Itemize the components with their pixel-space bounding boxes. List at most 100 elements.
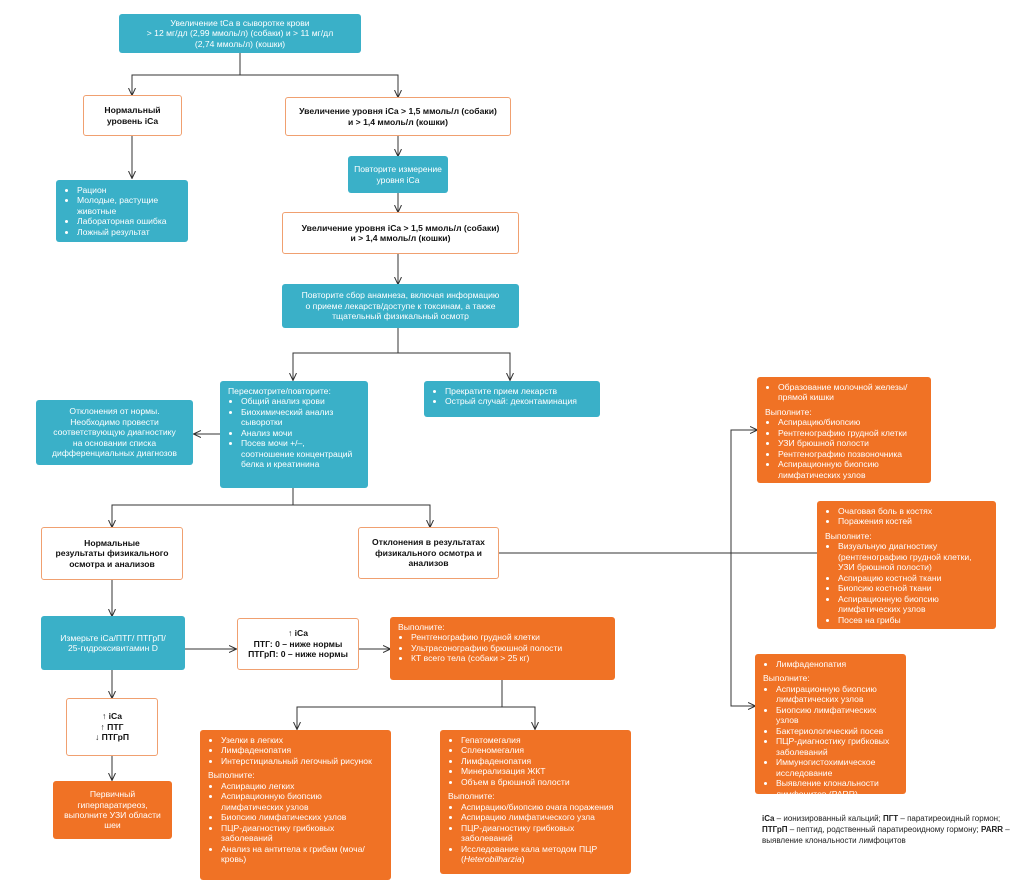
edge-history-to-stop	[398, 352, 510, 380]
edge-root-to-increased	[240, 74, 398, 97]
lung-finding-item: Интерстициальный легочный рисунок	[221, 756, 383, 766]
review-title: Пересмотрите/повторите:	[228, 386, 331, 396]
lymph-finding-item: Лимфаденопатия	[776, 659, 898, 669]
history-line-3: тщательный физикальный осмотр	[332, 311, 469, 322]
history-line-1: Повторите сбор анамнеза, включая информа…	[301, 290, 500, 301]
increased-ica-repeat-node: Увеличение уровня iCa > 1,5 ммоль/л (соб…	[282, 212, 519, 254]
bone-action-item: Аспирационную биопсию лимфатических узло…	[838, 594, 988, 615]
mammary-action-item: Рентгенографию грудной клетки	[778, 428, 923, 438]
mammary-actions-title: Выполните:	[765, 406, 812, 417]
root-line-1: Увеличение tCa в сыворотке крови	[170, 17, 310, 28]
abdomen-action-item: Аспирацию лимфатического узла	[461, 812, 623, 822]
lung-finding-item: Узелки в легких	[221, 735, 383, 745]
stop-drugs-item: Прекратите прием лекарств	[445, 386, 592, 396]
bone-findings-node: Очаговая боль в костях Поражения костей …	[817, 501, 996, 629]
normal-results-node: Нормальные результаты физикального осмот…	[41, 527, 183, 580]
legend-ptgrp-text: – пептид, родственный паратиреоидному го…	[787, 824, 981, 834]
measure-line-1: Измерьте iCa/ПТГ/ ПТГрП/	[60, 632, 166, 643]
abnormal-lab-line-4: на основании списка	[72, 437, 157, 448]
legend-parr-text: – выявление клональности лимфоцитов	[762, 824, 1010, 845]
bone-action-item: Аспирацию костной ткани	[838, 573, 988, 583]
root-line-2: > 12 мг/дл (2,99 ммоль/л) (собаки) и > 1…	[146, 28, 334, 39]
legend-ptg-text: – паратиреоидный гормон;	[898, 814, 1001, 823]
lung-action-item: ПЦР-диагностику грибковых заболеваний	[221, 823, 383, 844]
review-item: Посев мочи +/–, соотношение концентраций…	[241, 438, 360, 469]
lymph-action-item: Бактериологический посев	[776, 726, 898, 736]
abdomen-finding-item: Лимфаденопатия	[461, 756, 623, 766]
measure-line-2: 25-гидроксивитамин D	[68, 643, 158, 653]
legend-parr-abbr: PARR	[980, 824, 1004, 834]
normal-causes-node: Рацион Молодые, растущие животные Лабора…	[56, 180, 188, 242]
primary-hyperparathyroidism-node: Первичный гиперпаратиреоз, выполните УЗИ…	[53, 781, 172, 839]
root-line-3: (2,74 ммоль/л) (кошки)	[194, 38, 286, 49]
increased-ica-node: Увеличение уровня iCa > 1,5 ммоль/л (соб…	[285, 97, 511, 136]
increased-ica-line-2: и > 1,4 ммоль/л (кошки)	[348, 116, 448, 127]
edge-root-split	[132, 53, 241, 95]
increased-ica-line-1: Увеличение уровня iCa > 1,5 ммоль/л (соб…	[299, 106, 497, 117]
mammary-action-item: Аспирационную биопсию лимфатических узло…	[778, 459, 923, 480]
bone-finding-item: Очаговая боль в костях	[838, 506, 988, 516]
edge-perform-to-lung	[297, 680, 503, 729]
edge-perform-to-abdomen	[502, 706, 535, 729]
legend-ptgrp-abbr: ПТГрП	[762, 824, 788, 834]
abdomen-actions-title: Выполните:	[448, 791, 495, 802]
history-node: Повторите сбор анамнеза, включая информа…	[282, 284, 519, 328]
abdomen-findings-node: Гепатомегалия Спленомегалия Лимфаденопат…	[440, 730, 631, 874]
normal-results-line-1: Нормальные	[84, 537, 140, 548]
measure-node: Измерьте iCa/ПТГ/ ПТГрП/ 25-гидроксивита…	[41, 616, 185, 670]
root-node: Увеличение tCa в сыворотке крови > 12 мг…	[119, 14, 361, 53]
normal-cause-item: Рацион	[77, 185, 180, 195]
edge-branch-to-lymph	[730, 553, 755, 706]
result-low-pth-line-2: ПТГ: 0 – ниже нормы	[253, 638, 343, 649]
abdomen-finding-item: Гепатомегалия	[461, 735, 623, 745]
perform-imaging-title: Выполните:	[398, 622, 445, 632]
review-item: Биохимический анализ сыворотки	[241, 407, 360, 428]
abdomen-last-action-italic: Heterobilharzia	[463, 854, 522, 865]
repeat-ica-line-1: Повторите измерение	[354, 164, 442, 175]
lung-action-item: Биопсию лимфатических узлов	[221, 812, 383, 822]
normal-ica-node: Нормальный уровень iCa	[83, 95, 182, 136]
edge-review-to-abnormal-results	[293, 504, 430, 527]
legend-ptg-abbr: ПГТ	[883, 814, 899, 823]
abdomen-finding-item: Объем в брюшной полости	[461, 777, 623, 787]
legend-ica-text: – ионизированный кальций;	[774, 814, 883, 823]
result-high-pth-line-1: ↑ iCa	[101, 711, 123, 722]
abnormal-results-node: Отклонения в результатах физикального ос…	[358, 527, 499, 579]
abdomen-action-item: Исследование кала методом ПЦР (Heterobil…	[461, 844, 623, 865]
abnormal-lab-line-2: Необходимо провести	[70, 416, 159, 427]
bone-action-item: Биопсию костной ткани	[838, 583, 988, 593]
abnormal-results-line-3: анализов	[408, 558, 449, 569]
lung-findings-node: Узелки в легких Лимфаденопатия Интерстиц…	[200, 730, 391, 880]
normal-cause-item: Молодые, растущие животные	[77, 195, 180, 216]
perform-imaging-item: Ультрасонографию брюшной полости	[411, 643, 607, 653]
perform-imaging-item: Рентгенографию грудной клетки	[411, 632, 607, 642]
lung-actions-title: Выполните:	[208, 770, 255, 781]
abdomen-action-item: Аспирацию/биопсию очага поражения	[461, 802, 623, 812]
result-low-pth-line-1: ↑ iCa	[287, 628, 309, 639]
abdomen-action-item: ПЦР-диагностику грибковых заболеваний	[461, 823, 623, 844]
normal-cause-item: Ложный результат	[77, 227, 180, 237]
abnormal-lab-line-1: Отклонения от нормы.	[69, 406, 160, 417]
bone-actions-title: Выполните:	[825, 530, 872, 541]
review-item: Общий анализ крови	[241, 396, 360, 406]
mammary-findings-node: Образование молочной железы/прямой кишки…	[757, 377, 931, 483]
primary-line-1: Первичный	[89, 789, 136, 800]
result-high-pth-line-2: ↑ ПТГ	[100, 721, 124, 732]
mammary-action-item: Аспирацию/биопсию	[778, 417, 923, 427]
mammary-action-item: Рентгенографию позвоночника	[778, 449, 923, 459]
normal-results-line-3: осмотра и анализов	[69, 558, 155, 569]
review-item: Анализ мочи	[241, 428, 360, 438]
abnormal-results-line-1: Отклонения в результатах	[372, 537, 485, 548]
result-high-pth-line-3: ↓ ПТГрП	[94, 732, 130, 743]
increased-ica-repeat-line-1: Увеличение уровня iCa > 1,5 ммоль/л (соб…	[301, 222, 500, 233]
primary-line-3: выполните УЗИ области	[64, 810, 161, 820]
abdomen-last-action: Исследование кала методом ПЦР	[461, 843, 598, 854]
edge-branch-to-mammary	[730, 430, 757, 553]
lung-action-item: Аспирацию легких	[221, 781, 383, 791]
edge-history-to-review	[293, 328, 399, 380]
lung-finding-item: Лимфаденопатия	[221, 745, 383, 755]
legend-ica-abbr: iCa	[762, 814, 775, 823]
bone-finding-item: Поражения костей	[838, 516, 988, 526]
normal-cause-item: Лабораторная ошибка	[77, 216, 180, 226]
